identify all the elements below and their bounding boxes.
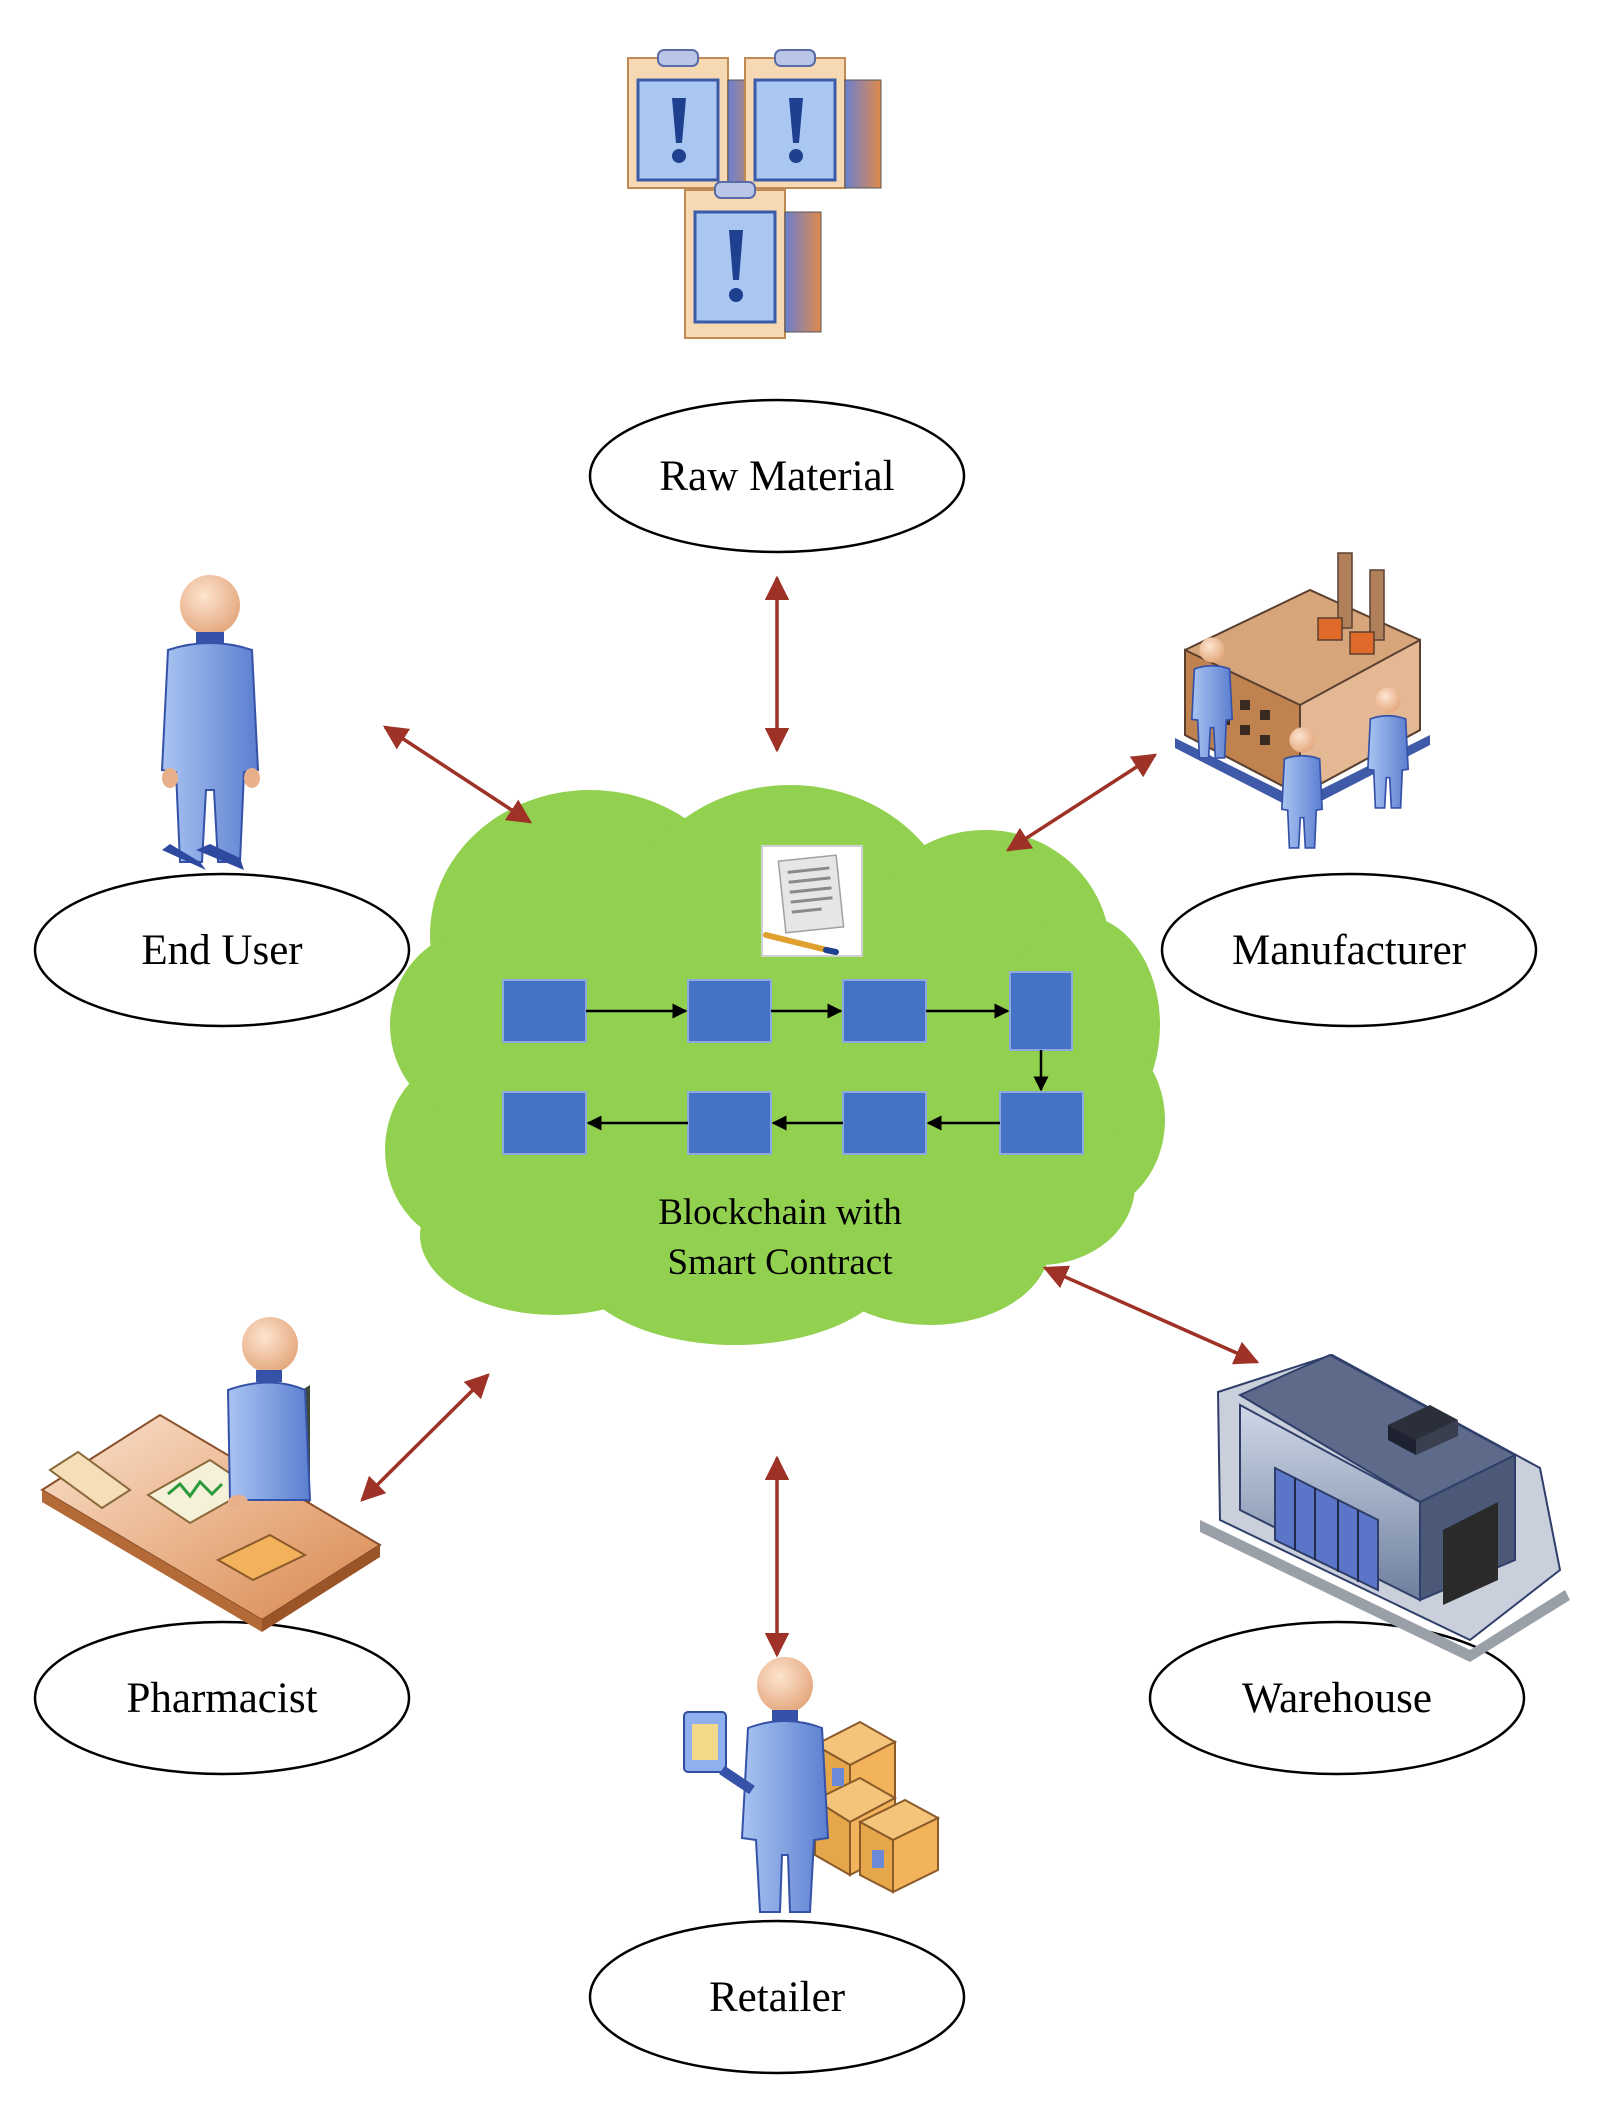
manufacturer-label: Manufacturer	[1232, 927, 1466, 974]
retailer-ellipse	[588, 1919, 966, 2075]
block	[687, 979, 772, 1043]
blockchain-label-line2: Smart Contract	[667, 1242, 893, 1283]
block	[1009, 971, 1073, 1051]
retailer-person-boxes-icon	[683, 1657, 941, 1913]
clipboard-stack-icon	[627, 49, 882, 339]
warehouse-ellipse	[1148, 1620, 1526, 1776]
warehouse-building-icon	[1200, 1353, 1570, 1662]
block	[999, 1091, 1084, 1155]
blockchain-label-line1: Blockchain with	[658, 1192, 902, 1233]
block	[687, 1091, 772, 1155]
manufacturer-ellipse	[1160, 872, 1538, 1028]
pharmacist-label: Pharmacist	[126, 1675, 318, 1722]
raw-material-ellipse	[588, 398, 966, 554]
link-warehouse	[1042, 1265, 1260, 1365]
block	[502, 979, 587, 1043]
raw-material-label: Raw Material	[659, 453, 895, 500]
retailer-label: Retailer	[708, 1974, 846, 2021]
factory-with-workers-icon	[1175, 552, 1430, 849]
end-user-ellipse	[33, 872, 411, 1028]
link-manufacturer	[1005, 753, 1158, 852]
pharmacist-desk-icon	[40, 1317, 382, 1632]
block	[842, 1091, 927, 1155]
link-pharmacist	[360, 1373, 490, 1502]
block	[842, 979, 927, 1043]
block	[502, 1091, 587, 1155]
smart-contract-document-icon	[761, 845, 863, 957]
link-end-user	[382, 725, 533, 824]
end-user-label: End User	[141, 927, 303, 974]
warehouse-label: Warehouse	[1242, 1675, 1432, 1722]
blockchain-label: Blockchain with Smart Contract	[540, 1188, 1020, 1288]
pharmacist-ellipse	[33, 1620, 411, 1776]
block-chain	[502, 971, 1084, 1155]
blockchain-cloud	[385, 785, 1165, 1345]
person-icon	[160, 575, 260, 870]
